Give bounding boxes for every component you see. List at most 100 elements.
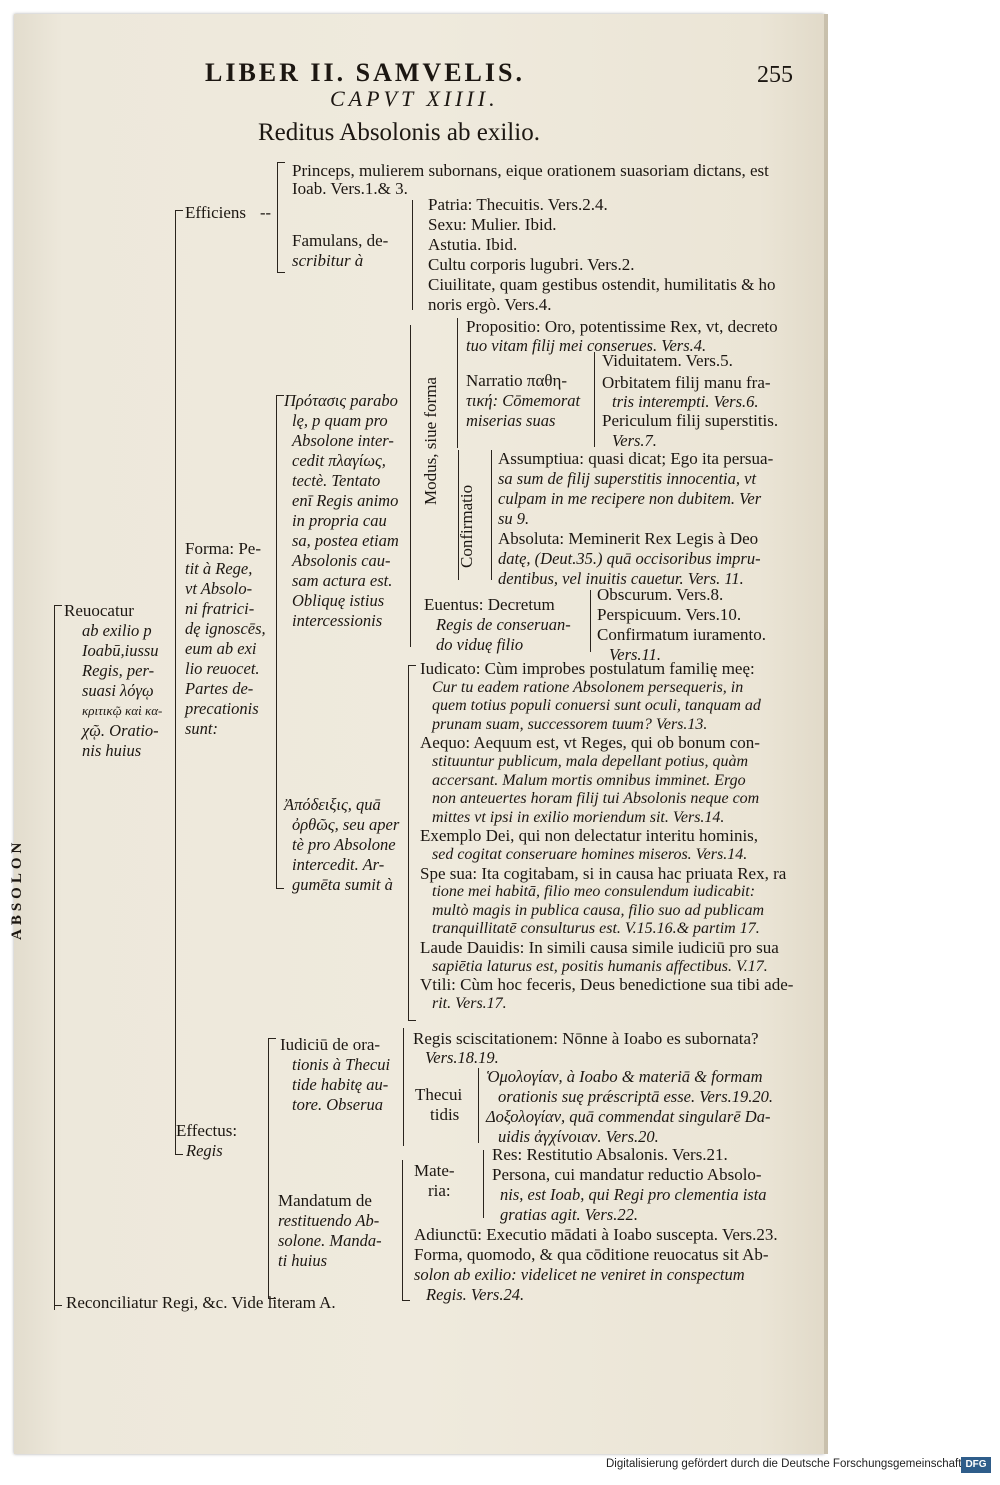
narratio-line: Narratio παθη- [466,371,568,390]
narratio-periculum-2: Vers.7. [612,431,657,450]
adiunctum-line: Adiunctū: Executio mādati à Ioabo suscep… [414,1225,778,1244]
brace-absolon [54,605,55,1305]
brace-iudicium [403,1028,404,1146]
protasis-line: in propria cau [292,511,387,530]
famulans-ciuilitate-1: Ciuilitate, quam gestibus ostendit, humi… [428,275,776,294]
reuocatur-line: χῷ. Oratio- [82,721,159,740]
argument-line: multò magis in publica causa, filio suo … [432,902,764,919]
mandatum-line: Mandatum de [278,1191,372,1210]
princeps-line-2: Ioab. Vers.1.& 3. [292,179,408,198]
iudicium-regis-1: Regis sciscitationem: Nōnne à Ioabo es s… [413,1029,759,1048]
argument-line: rit. Vers.17. [432,995,507,1012]
argument-line: sed cogitat conseruare homines miseros. … [432,846,748,863]
thecuitidis-detail: Ὁμολογίαν, à Ioabo & materiā & formam [486,1067,763,1086]
assumptiua-line: su 9. [498,509,530,528]
euentus-line: do viduę filio [436,635,524,654]
brace-apodeixis [408,665,409,1020]
euentus-obscurum: Obscurum. Vers.8. [597,585,724,604]
brace-protasis [410,325,411,647]
narratio-orbitatem-1: Orbitatem filij manu fra- [602,373,771,392]
brace-tick [276,888,284,889]
page-edge [824,14,828,1454]
argument-line: Vtili: Cùm hoc feceris, Deus benediction… [420,975,794,994]
brace-tick [402,1300,410,1301]
forma-line: vt Absolo- [185,579,253,598]
forma-line: Partes de- [185,679,254,698]
narratio-line: miserias suas [466,411,556,430]
narratio-periculum-1: Periculum filij superstitis. [602,411,779,430]
brace-reuocatur [175,210,176,1155]
forma-line: Forma: Pe- [185,539,262,558]
section-heading: Reditus Absolonis ab exilio. [258,119,540,146]
brace-tick [54,1305,62,1306]
euentus-line: Euentus: Decretum [424,595,555,614]
reuocatur-line: nis huius [82,741,142,760]
iudicium-line: tore. Obserua [292,1095,384,1114]
argument-line: Spe sua: Ita cogitabam, si in causa hac … [420,864,787,883]
apodeixis-line: ὀρθῶς, seu aper [292,815,400,834]
thecuitidis-detail: uidis ἀγχίνοιαν. Vers.20. [498,1127,659,1146]
apodeixis-line: Ἀπόδειξις, quā [284,795,381,814]
brace-materia [483,1150,484,1218]
effectus-line-2: Regis [186,1141,223,1160]
absoluta-line: dentibus, vel inuitis cauetur. Vers. 11. [498,569,744,588]
assumptiua-line: culpam in me recipere non dubitem. Ver [498,489,762,508]
chapter-title: CAPVT XIIII. [330,86,499,111]
argument-line: accersant. Malum mortis omnibus imminet.… [432,772,746,789]
brace-effectus [268,1038,269,1298]
label-modus: Modus, siue forma [421,377,440,505]
iudicium-line: tide habitę au- [292,1075,389,1094]
protasis-line: Absolone inter- [292,431,394,450]
argument-line: quem totius populi conuersi sunt oculi, … [432,697,761,714]
propositio-line-2: tuo vitam filij mei conserues. Vers.4. [466,336,707,355]
page-number: 255 [757,62,793,88]
side-label-absolon: ABSOLON [9,838,25,940]
brace-tick [54,605,62,606]
brace-famulans [412,200,413,310]
forma-line: tit à Rege, [185,559,253,578]
protasis-line: Absolonis cau- [292,551,391,570]
protasis-line: enī Regis animo [292,491,399,510]
brace-efficiens [277,162,278,272]
label-confirmatio: Confirmatio [457,484,476,568]
protasis-line: cedit πλαγίως, [292,451,386,470]
materia-line-2: ria: [428,1181,451,1200]
materia-persona: gratias agit. Vers.22. [500,1205,638,1224]
forma-line: precationis [185,699,259,718]
dash-efficiens: -- [260,203,271,222]
argument-line: Laude Dauidis: In simili causa simile iu… [420,938,779,957]
dfg-logo: DFG [961,1457,991,1473]
brace-tick [268,1038,276,1039]
famulans-cultu: Cultu corporis lugubri. Vers.2. [428,255,635,274]
forma-mandati-line: Forma, quomodo, & qua cōditione reuocatu… [414,1245,769,1264]
brace-confirmatio-outer [458,450,459,580]
assumptiua-line: sa sum de filij superstitis innocentia, … [498,469,757,488]
reuocatur-line: Ioabū,iussu [82,641,159,660]
argument-line: mittes vt ipsi in exilio moriendum sit. … [432,809,725,826]
iudicium-line: Iudiciū de ora- [280,1035,381,1054]
famulans-line-1: Famulans, de- [292,231,389,250]
argument-line: tranquillitatē consulturus est. V.15.16.… [432,920,760,937]
mandatum-line: ti huius [278,1251,328,1270]
materia-persona: Persona, cui mandatur reductio Absolo- [492,1165,762,1184]
mandatum-line: restituendo Ab- [278,1211,380,1230]
protasis-line: lę, p quam pro [292,411,388,430]
brace-tick [408,665,416,666]
protasis-line: tectè. Tentato [292,471,381,490]
protasis-line: Πρότασις parabo [284,391,398,410]
brace-euentus [590,590,591,652]
forma-line: ni fratrici- [185,599,255,618]
euentus-perspicuum: Perspicuum. Vers.10. [597,605,742,624]
forma-line: sunt: [185,719,218,738]
famulans-patria: Patria: Thecuitis. Vers.2.4. [428,195,608,214]
reuocatur-line: Reuocatur [64,601,134,620]
argument-line: Cur tu eadem ratione Absolonem persequer… [432,679,744,696]
brace-thecuitidis [478,1068,479,1143]
reuocatur-line: ab exilio p [82,621,152,640]
iudicium-line: tionis à Thecui [292,1055,391,1074]
brace-forma [276,395,277,888]
thecuitidis-detail: Δοξολογίαν, quā commendat singularē Da- [486,1107,771,1126]
reuocatur-line: suasi λόγῳ [82,681,154,700]
materia-persona: nis, est Ioab, qui Regi pro clementia is… [500,1185,767,1204]
thecuitidis-detail: orationis suę prǽscriptā esse. Vers.19.2… [498,1087,774,1106]
